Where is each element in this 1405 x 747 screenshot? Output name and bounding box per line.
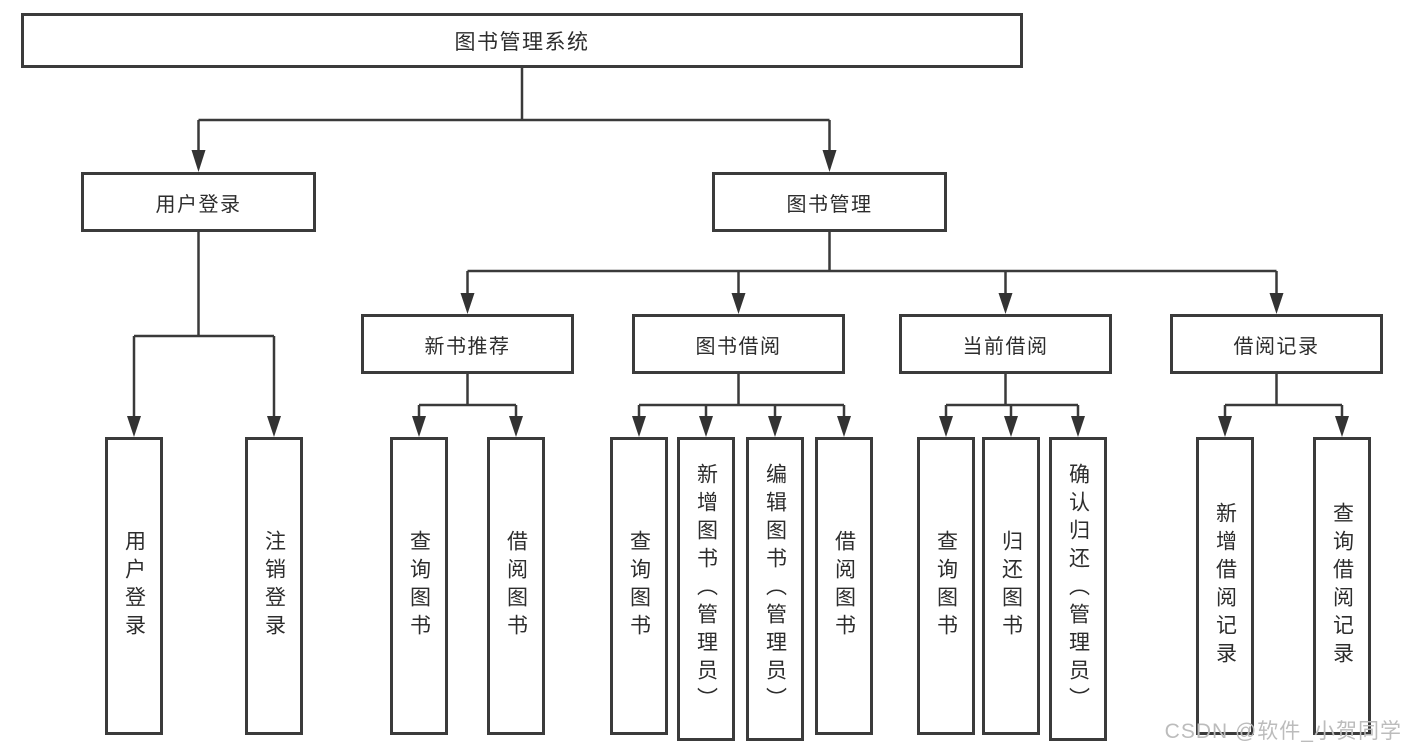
node-label: 借阅图书 [832, 530, 856, 642]
node-label: 图书借阅 [695, 335, 782, 358]
node-label: 查询图书 [407, 530, 431, 642]
leaf-query-books-recommend: 查询图书 [390, 437, 448, 735]
node-book-management: 图书管理 [712, 172, 947, 232]
node-label: 图书管理 [786, 193, 873, 216]
node-label: 借阅图书 [504, 530, 528, 642]
leaf-logout-login: 注销登录 [245, 437, 303, 735]
node-label: 用户登录 [122, 530, 146, 642]
node-label: 查询图书 [627, 530, 651, 642]
node-label: 当前借阅 [962, 335, 1049, 358]
watermark-text: CSDN @软件_小贺同学 [1164, 720, 1402, 743]
node-current-borrowing: 当前借阅 [899, 314, 1112, 374]
leaf-add-borrow-record: 新增借阅记录 [1196, 437, 1254, 735]
leaf-user-login: 用户登录 [105, 437, 163, 735]
node-label: 新书推荐 [424, 335, 511, 358]
node-library-management-system: 图书管理系统 [21, 13, 1023, 68]
node-borrowing-records: 借阅记录 [1170, 314, 1383, 374]
node-label: 归还图书 [999, 530, 1023, 642]
leaf-edit-books-admin: 编辑图书（管理员） [746, 437, 804, 741]
node-label: 查询图书 [934, 530, 958, 642]
node-label: 查询借阅记录 [1330, 502, 1354, 670]
leaf-borrow-books-recommend: 借阅图书 [487, 437, 545, 735]
node-label: 注销登录 [262, 530, 286, 642]
node-label: 新增借阅记录 [1213, 502, 1237, 670]
node-label: 确认归还（管理员） [1066, 463, 1090, 715]
node-label: 图书管理系统 [454, 30, 590, 54]
leaf-query-books-borrow: 查询图书 [610, 437, 668, 735]
node-label: 新增图书（管理员） [694, 463, 718, 715]
node-label: 编辑图书（管理员） [763, 463, 787, 715]
leaf-query-borrow-record: 查询借阅记录 [1313, 437, 1371, 735]
node-book-borrowing: 图书借阅 [632, 314, 845, 374]
node-label: 用户登录 [155, 193, 242, 216]
node-new-book-recommendation: 新书推荐 [361, 314, 574, 374]
leaf-confirm-return-admin: 确认归还（管理员） [1049, 437, 1107, 741]
leaf-add-books-admin: 新增图书（管理员） [677, 437, 735, 741]
node-user-login: 用户登录 [81, 172, 316, 232]
leaf-query-books-current: 查询图书 [917, 437, 975, 735]
node-label: 借阅记录 [1233, 335, 1320, 358]
leaf-return-books: 归还图书 [982, 437, 1040, 735]
leaf-borrow-books: 借阅图书 [815, 437, 873, 735]
